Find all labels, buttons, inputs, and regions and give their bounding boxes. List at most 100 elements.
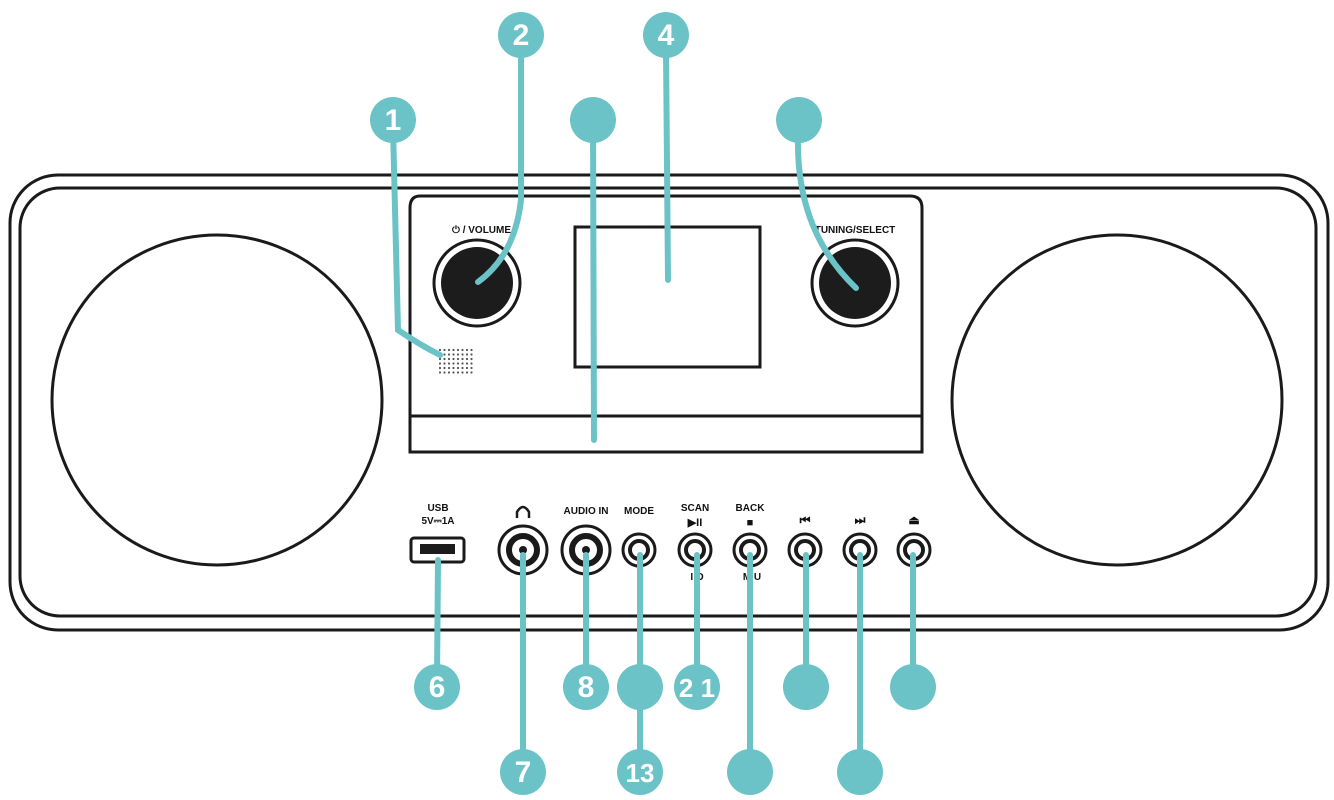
grille-dot xyxy=(465,353,469,356)
callout-circle xyxy=(498,12,544,58)
callout-circle xyxy=(414,664,460,710)
callout-number: 8 xyxy=(578,671,595,704)
grille-dot xyxy=(470,362,473,365)
callout-circle xyxy=(837,749,883,795)
callout-number: 6 xyxy=(429,671,446,704)
callout-badge-c3 xyxy=(570,97,616,143)
callout-circle xyxy=(500,749,546,795)
callout-circle xyxy=(674,664,720,710)
callout-circle xyxy=(783,664,829,710)
usb-rating-label: 5V⎓1A xyxy=(422,516,455,527)
callout-badge-c12 xyxy=(727,749,773,795)
callout-leader-line xyxy=(663,47,671,283)
grille-dot xyxy=(456,371,460,374)
volume-label: ⏻ / VOLUME xyxy=(452,224,511,236)
grille-dot xyxy=(465,362,469,365)
callout-badge-c13 xyxy=(783,664,829,710)
grille-dot xyxy=(465,357,469,361)
callout-leader-line xyxy=(390,125,443,358)
grille-dot xyxy=(456,353,460,356)
grille-dot xyxy=(452,357,455,361)
grille-dot xyxy=(438,366,442,370)
callout-number: 2 xyxy=(513,19,530,52)
callout-circle xyxy=(370,97,416,143)
grille-dot xyxy=(470,353,473,356)
grille-dot xyxy=(456,348,460,352)
grille-dot xyxy=(452,366,455,370)
grille-dot xyxy=(461,362,464,365)
callout-leader-line xyxy=(434,557,441,683)
back-label: BACK xyxy=(736,503,766,514)
grille-dot xyxy=(465,371,469,374)
headphone-icon xyxy=(515,505,531,518)
grille-dot xyxy=(456,366,460,370)
tuning-select-label: TUNING/SELECT xyxy=(815,225,896,236)
callout-badge-c8: 8 xyxy=(563,664,609,710)
grille-dot xyxy=(470,366,473,370)
grille-dot xyxy=(452,348,455,352)
callout-number: 1 xyxy=(385,104,402,137)
callout-badge-c1: 1 xyxy=(370,97,416,143)
grille-dot xyxy=(452,362,455,365)
callout-leaders xyxy=(390,47,916,768)
grille-dot xyxy=(447,353,451,356)
grille-dot xyxy=(447,357,451,361)
callout-leader-line xyxy=(475,52,524,285)
callout-circle xyxy=(890,664,936,710)
grille-dot xyxy=(438,362,442,365)
right-speaker-grille xyxy=(950,233,1284,567)
callout-badges: 1 2 4 6 7 8 2 1 13 xyxy=(370,12,936,795)
scan-label: SCAN xyxy=(681,503,709,514)
callout-circle xyxy=(570,97,616,143)
callout-circle xyxy=(776,97,822,143)
callout-badge-c7: 7 xyxy=(500,749,546,795)
callout-badge-c10: 2 1 xyxy=(674,664,720,710)
callout-badge-c6: 6 xyxy=(414,664,460,710)
grille-dot xyxy=(465,348,469,352)
previous-track-icon: ⏮ xyxy=(800,513,811,527)
grille-dot xyxy=(438,348,442,352)
callout-badge-c11: 13 xyxy=(617,749,663,795)
callout-circle xyxy=(727,749,773,795)
callout-circle xyxy=(643,12,689,58)
callout-badge-c4: 4 xyxy=(643,12,689,58)
grille-dot xyxy=(470,357,473,361)
grille-dot xyxy=(443,348,446,352)
grille-dot xyxy=(452,353,455,356)
grille-dot xyxy=(447,366,451,370)
grille-dot xyxy=(470,348,473,352)
play-pause-icon: ▶II xyxy=(687,517,703,529)
callout-badge-c5 xyxy=(776,97,822,143)
callout-badge-c9 xyxy=(617,664,663,710)
grille-dot xyxy=(452,371,455,374)
grille-dot xyxy=(438,371,442,374)
audio-in-label: AUDIO IN xyxy=(564,506,609,517)
button-row xyxy=(621,532,932,568)
usb-label: USB xyxy=(427,503,448,514)
callout-number: 2 1 xyxy=(679,673,715,703)
mode-label: MODE xyxy=(624,506,654,517)
grille-dot xyxy=(465,366,469,370)
grille-dot xyxy=(461,348,464,352)
grille-dot xyxy=(461,353,464,356)
grille-dot xyxy=(443,371,446,374)
grille-dot xyxy=(456,362,460,365)
callout-badge-c14 xyxy=(837,749,883,795)
grille-dot xyxy=(461,357,464,361)
grille-dot xyxy=(443,353,446,356)
cd-slot-tray xyxy=(408,416,924,454)
callout-number: 4 xyxy=(658,19,675,52)
callout-leader-line xyxy=(590,115,597,443)
callout-number: 13 xyxy=(626,758,655,788)
grille-dot xyxy=(461,371,464,374)
callout-circle xyxy=(563,664,609,710)
grille-dot xyxy=(447,362,451,365)
control-panel xyxy=(408,194,924,454)
ir-sensor-grille xyxy=(438,348,473,374)
grille-dot xyxy=(443,357,446,361)
left-speaker-grille xyxy=(50,233,384,567)
grille-dot xyxy=(438,357,442,361)
grille-dot xyxy=(443,366,446,370)
callout-circle xyxy=(617,749,663,795)
